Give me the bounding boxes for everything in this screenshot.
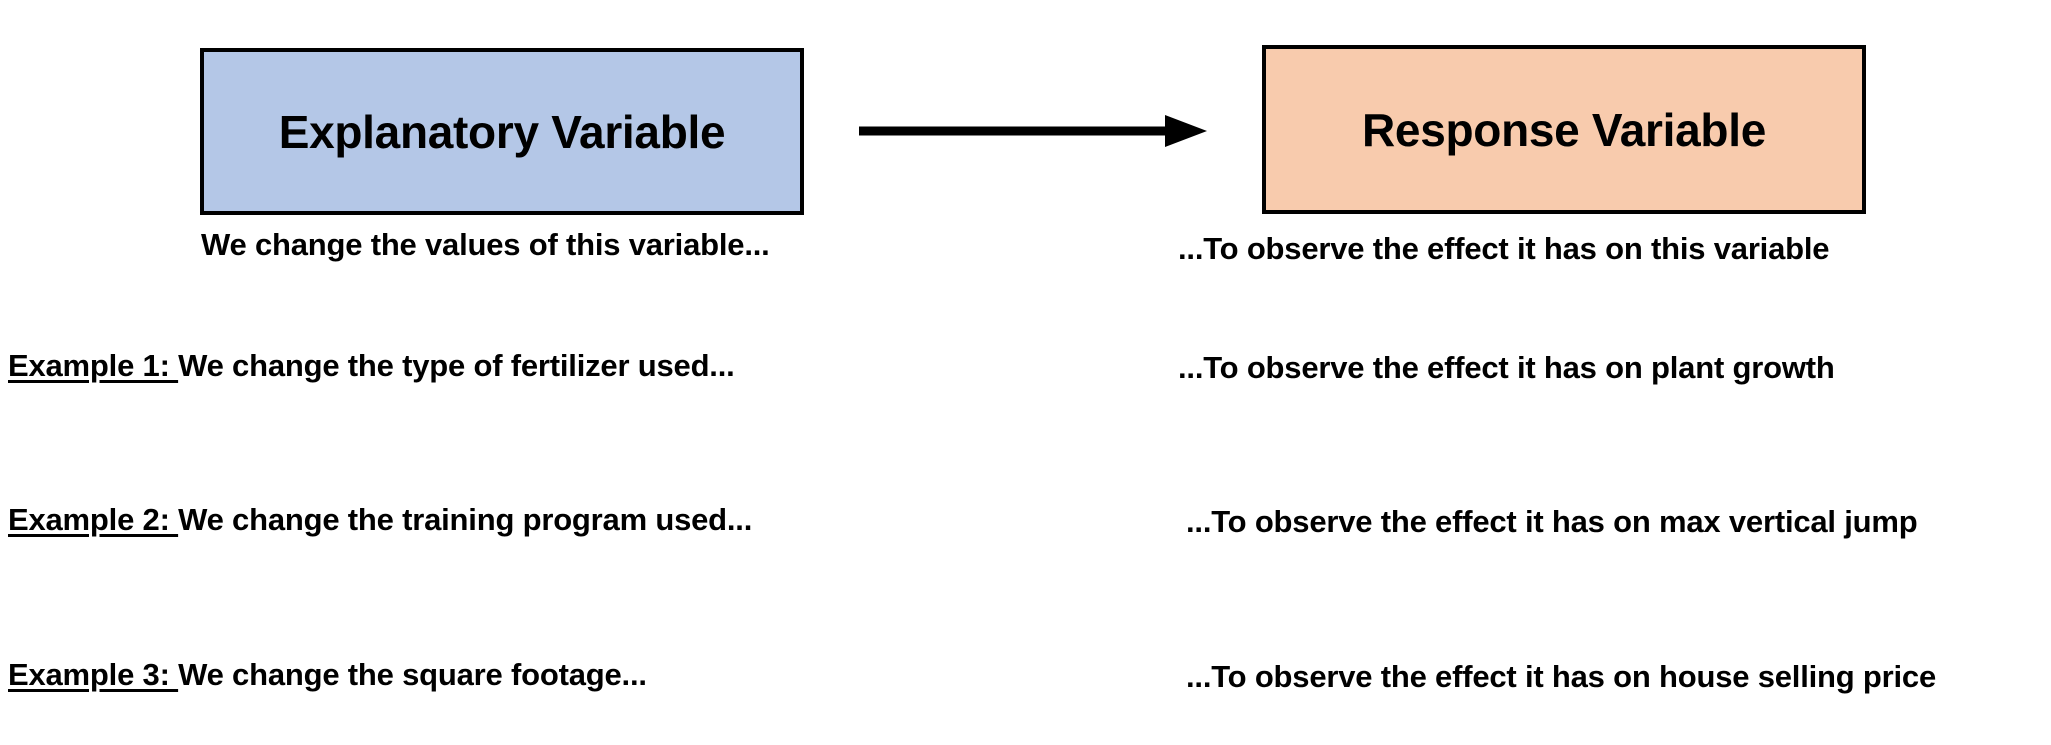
example-1-label: Example 1: [8,348,179,383]
example-3-label: Example 3: [8,657,179,692]
example-1-explanatory-text: We change the type of fertilizer used... [178,348,735,383]
explanatory-variable-box: Explanatory Variable [200,48,804,215]
arrow-right-icon [859,115,1207,147]
example-2-response-text: ...To observe the effect it has on max v… [1186,504,1918,539]
response-caption: ...To observe the effect it has on this … [1178,231,1830,266]
example-3-left: Example 3: We change the square footage.… [8,657,647,692]
example-3-response-text: ...To observe the effect it has on house… [1186,659,1937,694]
example-2-label: Example 2: [8,502,179,537]
example-2-left: Example 2: We change the training progra… [8,502,753,537]
example-1-response-text: ...To observe the effect it has on plant… [1178,350,1835,385]
example-2-explanatory-text: We change the training program used... [178,502,753,537]
response-variable-box: Response Variable [1262,45,1866,214]
example-3-explanatory-text: We change the square footage... [178,657,647,692]
explanatory-variable-label: Explanatory Variable [278,105,726,158]
example-1-left: Example 1: We change the type of fertili… [8,348,735,383]
response-variable-label: Response Variable [1362,103,1766,156]
explanatory-caption: We change the values of this variable... [201,227,770,262]
